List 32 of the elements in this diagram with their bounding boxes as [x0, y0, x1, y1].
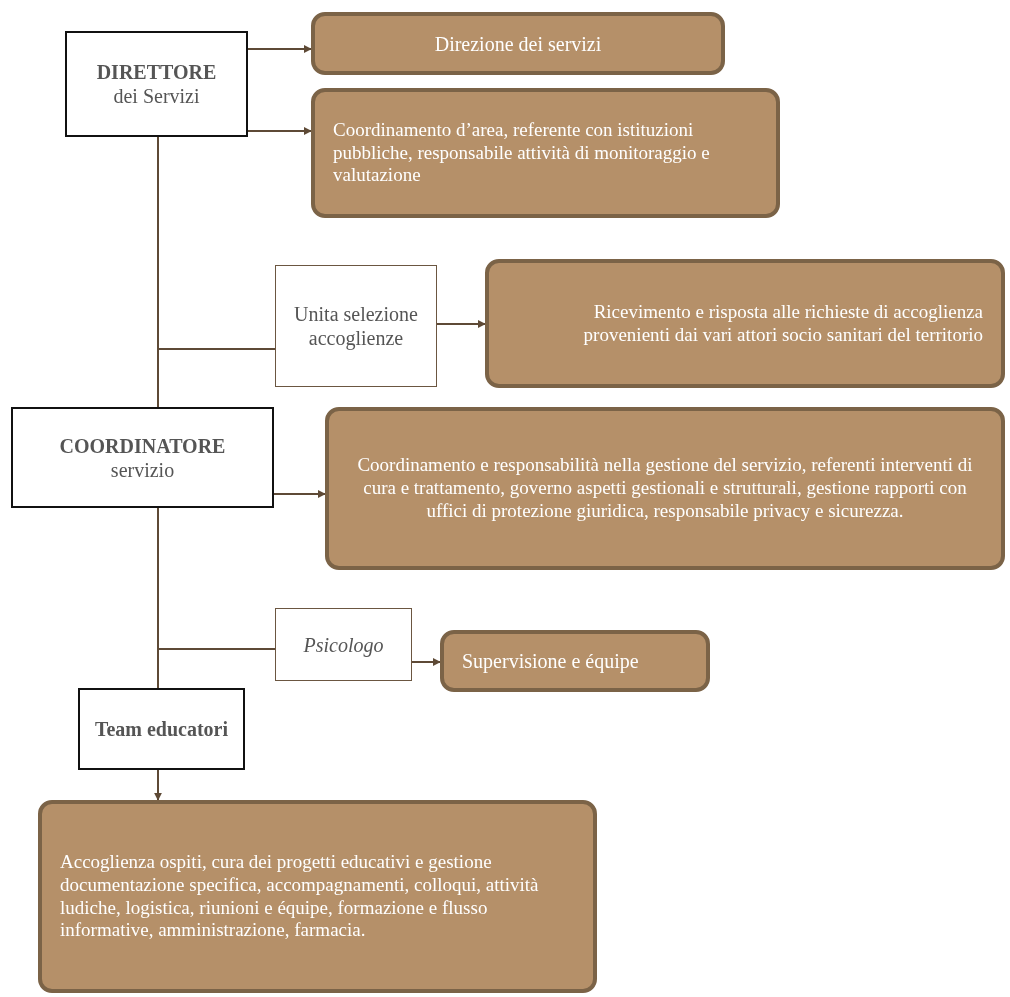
task-box: [311, 88, 780, 218]
arrow: [411, 658, 441, 666]
task-box: [38, 800, 597, 993]
box-text: Accoglienza ospiti, cura dei progetti educativi e gestione documentazione specifica, accompagnamenti, colloqui, attività ludiche, logistica, riunioni e équipe, formazione e flusso informative, amministrazione, farmacia.: [60, 850, 540, 943]
box-text: Ricevimento e risposta alle richieste di accoglienza provenienti dai vari attori socio sanitari del territorio: [582, 300, 983, 347]
arrow: [154, 769, 162, 801]
arrow: [247, 127, 312, 135]
task-box: [440, 630, 710, 692]
role-box: [65, 31, 248, 137]
arrow: [273, 490, 326, 498]
box-text: Coordinamento e responsabilità nella gestione del servizio, referenti interventi di cura e trattamento, governo aspetti gestionali e strutturali, gestione rapporti con uffici di protezione giuridica, responsabile privacy e sicurezza.: [356, 454, 974, 523]
task-box: [485, 259, 1005, 388]
connector-line: [157, 507, 159, 689]
arrow: [436, 320, 486, 328]
role-title: COORDINATORE: [59, 433, 226, 458]
connector-line: [157, 136, 159, 408]
role-title: DIRETTORE: [96, 60, 217, 84]
box-text: Team educatori: [94, 717, 229, 741]
role-box: [78, 688, 245, 770]
role-box: [11, 407, 274, 508]
role-box: [275, 265, 437, 387]
task-box: [311, 12, 725, 75]
box-text: Unita selezione accoglienze: [293, 302, 419, 350]
box-text: servizio: [110, 457, 175, 482]
role-box: [275, 608, 412, 681]
arrow: [247, 45, 312, 53]
box-text: Supervisione e équipe: [462, 649, 640, 673]
box-text: Psicologo: [303, 632, 384, 657]
box-text: Direzione dei servizi: [433, 31, 603, 56]
task-box: [325, 407, 1005, 570]
box-text: dei Servizi: [113, 84, 200, 108]
box-text: Coordinamento d’area, referente con istituzioni pubbliche, responsabile attività di monitoraggio e valutazione: [333, 118, 711, 188]
